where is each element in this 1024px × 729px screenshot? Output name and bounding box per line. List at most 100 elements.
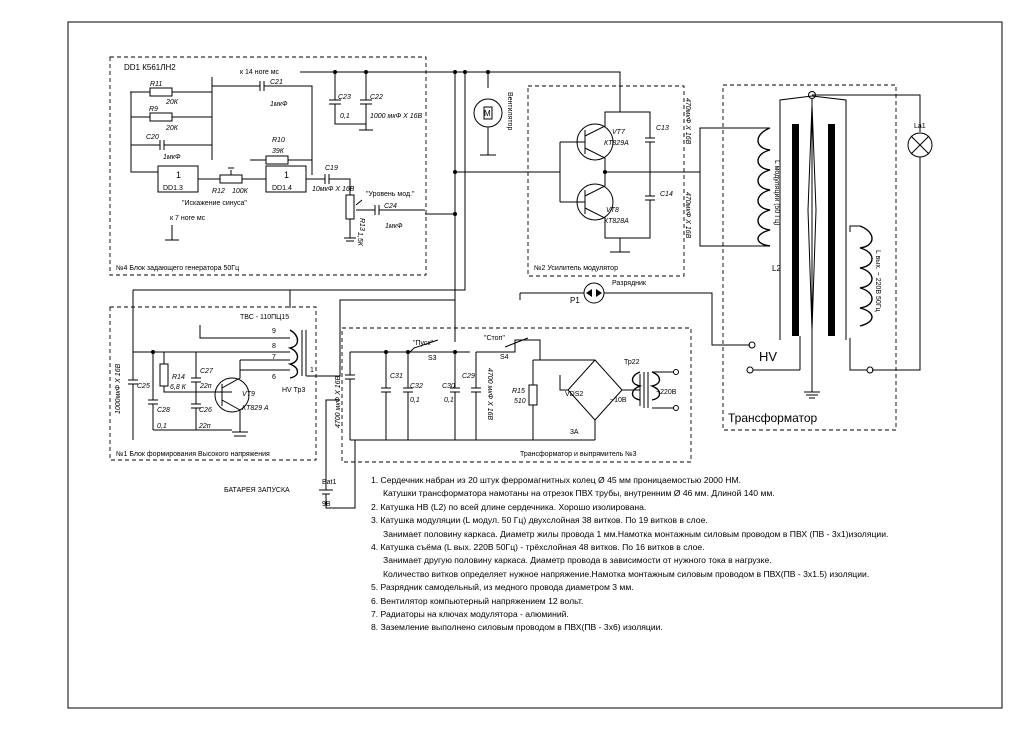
- r15-value: 510: [514, 398, 526, 405]
- c22-value: 1000 мкФ Х 16В: [370, 113, 423, 120]
- stop-label: "Стоп": [484, 335, 505, 342]
- amp3-label: 3А: [570, 429, 579, 436]
- chip-label: DD1 К561ЛН2: [124, 63, 176, 72]
- c30-label: C30: [442, 383, 455, 390]
- core-left: [792, 124, 799, 336]
- hv-label: HV: [759, 349, 777, 364]
- c19-label: C19: [325, 165, 338, 172]
- note-6: 6. Вентилятор компьютерный напряжением 1…: [371, 595, 584, 606]
- note-8: 8. Заземление выполнено силовым проводом…: [371, 622, 663, 633]
- note-5: 5. Разрядник самодельный, из медного про…: [371, 582, 634, 593]
- note-4: 4. Катушка съёма (L вых. 220В 50Гц) - тр…: [371, 542, 705, 553]
- c31-value: 4700 мкФ Х 16В: [335, 375, 342, 428]
- vds2-label: VDS2: [565, 391, 583, 398]
- c20-value: 1мкФ: [163, 154, 181, 161]
- pin14-label: к 14 ноге мс: [240, 69, 280, 76]
- ac220-label: ~220В: [656, 389, 677, 396]
- tr22-label: Тр22: [624, 359, 640, 366]
- dd13-symbol: 1: [176, 170, 181, 180]
- c19-value: 10мкФ Х 16В: [312, 186, 355, 193]
- notes-list: 1. Сердечник набран из 20 штук ферромагн…: [371, 474, 971, 635]
- resistor-r11: [149, 87, 173, 97]
- pin1-label: 1: [310, 367, 314, 374]
- r11-value: 20К: [165, 99, 179, 106]
- r9-label: R9: [149, 106, 158, 113]
- transformer-outline: [722, 84, 897, 431]
- hv-tr-label: HV Тр3: [282, 387, 305, 394]
- block-4-title: №4 Блок задающего генератора 50Гц: [116, 265, 239, 272]
- r14-value: 6,8 К: [170, 384, 187, 391]
- r13-value: 1,5К: [356, 232, 363, 247]
- c20-label: C20: [146, 134, 159, 141]
- ac10-label: ~10В: [610, 397, 627, 404]
- c24-label: C24: [384, 203, 397, 210]
- resistor-r13: [345, 194, 355, 220]
- la1-label: La1: [914, 123, 926, 130]
- r10-label: R10: [272, 137, 285, 144]
- c29-value: 4700 мкФ Х 16В: [486, 368, 493, 421]
- c24-value: 1мкФ: [385, 223, 403, 230]
- block-4-outline: [109, 56, 427, 276]
- vt7-label: VT7: [612, 129, 626, 136]
- c26-value: 22п: [198, 423, 211, 430]
- core-right: [828, 124, 835, 336]
- c27-label: C27: [200, 368, 214, 375]
- tvs-label: ТВС - 110ПЦ15: [240, 314, 289, 321]
- note-1b: Катушки трансформатора намотаны на отрез…: [383, 488, 775, 499]
- block-3-title: Трансформатор и выпрямитель №3: [520, 451, 637, 458]
- mod-level-label: "Уровень мод.": [366, 191, 415, 198]
- c21-label: C21: [270, 79, 283, 86]
- bat1-value: 9В: [322, 501, 331, 508]
- c28-value: 0,1: [157, 423, 167, 430]
- c14-label: C14: [660, 191, 673, 198]
- r14-label: R14: [172, 374, 185, 381]
- pin6-label: 6: [272, 374, 276, 381]
- c30-value: 0,1: [444, 397, 454, 404]
- vt9-value: КТ829 А: [242, 405, 269, 412]
- battery-bat1: [319, 399, 356, 509]
- r9-value: 20К: [165, 125, 179, 132]
- resistor-r15: [528, 384, 538, 406]
- p1-label: P1: [570, 296, 580, 305]
- l-mod-label: L модуляции (50 Гц): [773, 160, 780, 225]
- r12-value: 100К: [232, 188, 249, 195]
- block-1-title: №1 Блок формирования Высокого напряжения: [116, 451, 270, 458]
- c13-value: 470мкФ Х 16В: [684, 98, 691, 145]
- note-4b: Занимает другую половину каркаса. Диамет…: [383, 555, 772, 566]
- c29-label: C29: [462, 373, 475, 380]
- r11-label: R11: [150, 81, 162, 88]
- dd14-label: DD1.4: [272, 185, 292, 192]
- s4-label: S4: [500, 354, 509, 361]
- note-4c: Количество витков определяет нужное напр…: [383, 568, 870, 579]
- c26-label: C26: [199, 407, 212, 414]
- resistor-r12: [219, 174, 243, 184]
- r10-value: 39К: [272, 148, 285, 155]
- c32-value: 0,1: [410, 397, 420, 404]
- block-4-generator: [130, 77, 425, 242]
- pin8-label: 8: [272, 343, 276, 350]
- drawing-frame: [67, 21, 1003, 709]
- c14-value: 470мкФ Х 16В: [684, 192, 691, 239]
- block-2-amplifier: [425, 100, 770, 253]
- c23-value: 0,1: [340, 113, 350, 120]
- c13-label: C13: [656, 125, 669, 132]
- spark-gap: [519, 282, 756, 349]
- c31-label: C31: [390, 373, 403, 380]
- bat1-label: Bat1: [322, 479, 337, 486]
- c21-value: 1мкФ: [270, 101, 288, 108]
- pin7-label: к 7 ноге мс: [170, 215, 206, 222]
- fan-label: Вентилятор: [506, 92, 513, 130]
- l-out-label: L вых. ~ 220В 50Гц: [874, 250, 881, 312]
- dd14-symbol: 1: [284, 170, 289, 180]
- resistor-r14: [159, 363, 169, 387]
- block-2-outline: [527, 85, 685, 277]
- s3-label: S3: [428, 355, 437, 362]
- start-label: "Пуск": [413, 340, 434, 347]
- block-1-outline: [109, 306, 317, 461]
- supply-rails: [130, 70, 621, 342]
- c28-label: C28: [157, 407, 170, 414]
- block-2-title: №2 Усилитель модулятор: [534, 265, 618, 272]
- resistor-r10: [265, 155, 289, 165]
- r15-label: R15: [512, 388, 525, 395]
